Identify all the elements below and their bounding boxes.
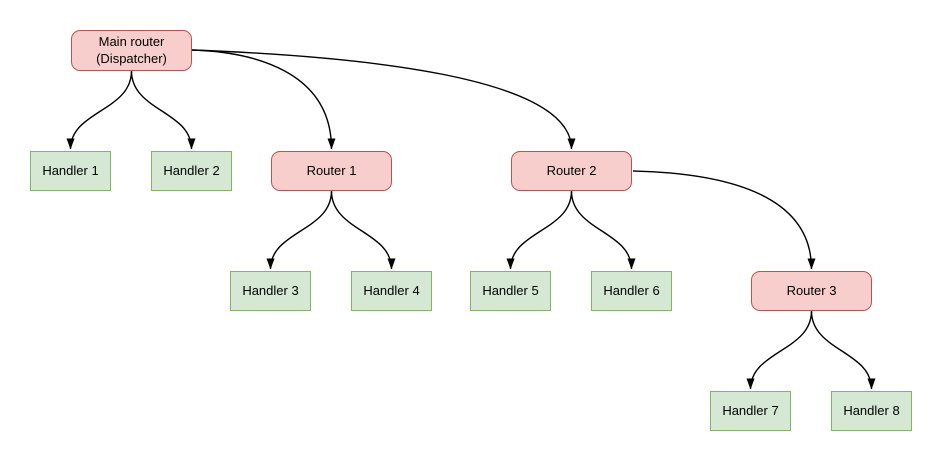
node-label: (Dispatcher) — [96, 50, 167, 66]
node-label: Handler 6 — [603, 282, 660, 298]
node-label: Handler 5 — [482, 282, 539, 298]
node-router-3: Router 3 — [751, 271, 872, 311]
edge-main-router-to-handler-1 — [66, 70, 133, 150]
node-handler-4: Handler 4 — [351, 271, 432, 311]
edge-router-3-to-handler-8 — [810, 310, 876, 390]
node-label: Handler 4 — [363, 282, 420, 298]
edge-main-router-to-router-1 — [191, 49, 336, 150]
node-handler-1: Handler 1 — [30, 151, 111, 191]
node-label: Handler 8 — [843, 402, 900, 418]
node-label: Router 3 — [786, 282, 837, 298]
node-handler-5: Handler 5 — [470, 271, 551, 311]
node-handler-8: Handler 8 — [831, 391, 912, 431]
node-router-1: Router 1 — [271, 151, 392, 191]
node-label: Handler 7 — [722, 402, 779, 418]
node-label: Handler 3 — [242, 282, 299, 298]
node-main-router: Main router (Dispatcher) — [71, 30, 192, 71]
node-router-2: Router 2 — [511, 151, 632, 191]
node-handler-7: Handler 7 — [710, 391, 791, 431]
edge-main-router-to-router-2 — [191, 49, 576, 150]
node-handler-6: Handler 6 — [591, 271, 672, 311]
edge-main-router-to-handler-2 — [130, 70, 196, 150]
node-label: Handler 2 — [163, 162, 220, 178]
node-label: Handler 1 — [42, 162, 99, 178]
edge-router-2-to-handler-6 — [570, 190, 636, 270]
edge-router-2-to-handler-5 — [506, 190, 573, 270]
node-label: Router 1 — [306, 162, 357, 178]
edge-router-3-to-handler-7 — [746, 310, 813, 390]
node-label: Main router — [98, 33, 165, 49]
node-handler-2: Handler 2 — [151, 151, 232, 191]
node-handler-3: Handler 3 — [230, 271, 311, 311]
edge-router-1-to-handler-3 — [266, 190, 333, 270]
edge-router-2-to-router-3 — [632, 170, 816, 270]
edge-router-1-to-handler-4 — [330, 190, 396, 270]
node-label: Router 2 — [546, 162, 597, 178]
